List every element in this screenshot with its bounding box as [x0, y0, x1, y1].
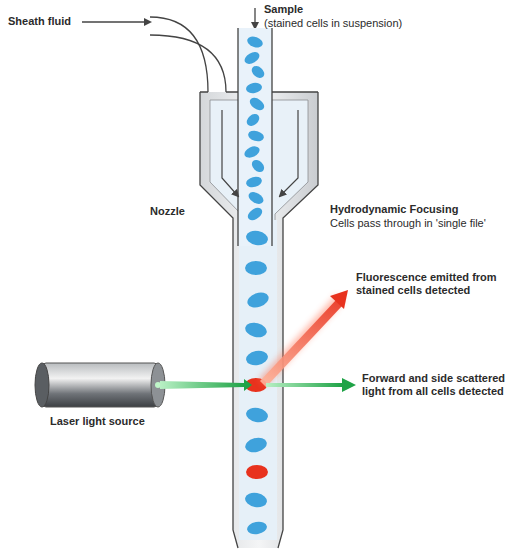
beam-arrowhead — [244, 379, 252, 391]
cell — [247, 129, 265, 143]
annotation-label: Cells pass through in 'single file' — [330, 217, 486, 230]
sheath-tube — [150, 35, 226, 92]
cell — [245, 229, 269, 247]
cell — [244, 112, 261, 129]
annotation-label: Forward and side scattered light from al… — [362, 372, 514, 398]
cell — [248, 95, 267, 112]
annotation-label: Fluorescence emitted from stained cells … — [356, 271, 506, 297]
cell — [245, 349, 269, 367]
cell — [245, 175, 263, 189]
cell — [245, 406, 269, 424]
cell — [245, 261, 267, 275]
focus-arrow — [222, 110, 238, 196]
beam-arrowhead — [330, 290, 348, 309]
scatter-beam — [266, 383, 342, 387]
annotation-label: Nozzle — [150, 205, 185, 218]
cell — [247, 190, 266, 207]
fluorescence-beam — [260, 300, 342, 387]
flow-arrow — [82, 21, 150, 22]
sheath-tube — [150, 17, 208, 92]
cell — [244, 491, 268, 509]
cell — [245, 290, 270, 311]
annotation-label: (stained cells in suspension) — [264, 17, 402, 30]
sample-tube-wall — [238, 28, 272, 246]
cell — [244, 435, 269, 454]
cell — [250, 158, 267, 175]
annotation-label: Sample — [264, 3, 303, 16]
laser-end — [35, 363, 49, 407]
annotation-label: Sheath fluid — [8, 15, 71, 28]
cell — [244, 320, 269, 339]
annotation-label: Laser light source — [50, 415, 145, 428]
sample-tube — [238, 28, 272, 246]
cell — [246, 520, 268, 535]
cell — [246, 35, 264, 50]
cell — [243, 50, 262, 67]
cell — [249, 64, 266, 81]
cell — [245, 82, 262, 95]
beam-arrowhead — [342, 378, 356, 392]
focus-arrow — [280, 110, 298, 196]
cells — [243, 35, 271, 536]
flow-arrow — [254, 8, 255, 28]
cell — [246, 205, 265, 222]
annotation-label: Hydrodynamic Focusing — [330, 203, 458, 216]
laser-body — [42, 363, 158, 407]
cell — [243, 144, 262, 160]
laser-beam — [160, 381, 244, 389]
stained-cell — [246, 465, 268, 479]
